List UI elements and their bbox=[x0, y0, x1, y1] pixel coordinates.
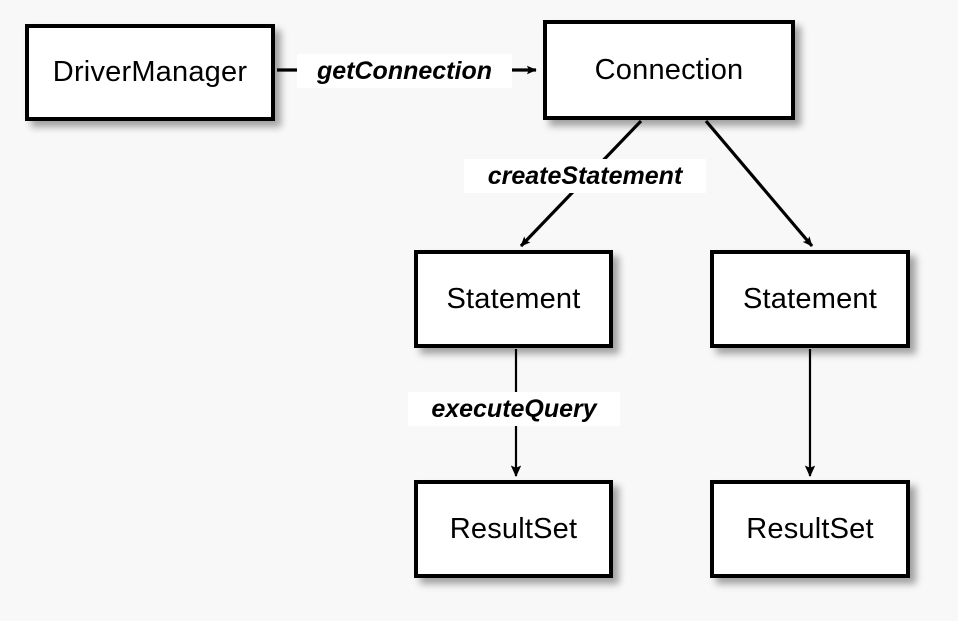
node-statement-left-label: Statement bbox=[446, 282, 581, 315]
edge-label-executequery: executeQuery bbox=[408, 392, 620, 426]
edge-connection-to-statement-right bbox=[704, 119, 814, 248]
edge-label-createstatement: createStatement bbox=[464, 159, 706, 193]
node-connection[interactable]: Connection bbox=[543, 20, 795, 120]
node-drivermanager[interactable]: DriverManager bbox=[25, 24, 275, 121]
node-resultset-left-label: ResultSet bbox=[449, 512, 578, 545]
node-resultset-left[interactable]: ResultSet bbox=[414, 480, 613, 578]
edge-label-getconnection: getConnection bbox=[297, 54, 512, 88]
node-resultset-right[interactable]: ResultSet bbox=[710, 480, 910, 578]
node-statement-left[interactable]: Statement bbox=[414, 250, 613, 348]
node-resultset-right-label: ResultSet bbox=[746, 512, 874, 545]
node-drivermanager-label: DriverManager bbox=[52, 56, 248, 88]
node-connection-label: Connection bbox=[594, 53, 744, 86]
node-statement-right-label: Statement bbox=[743, 282, 877, 315]
node-statement-right[interactable]: Statement bbox=[710, 250, 910, 348]
